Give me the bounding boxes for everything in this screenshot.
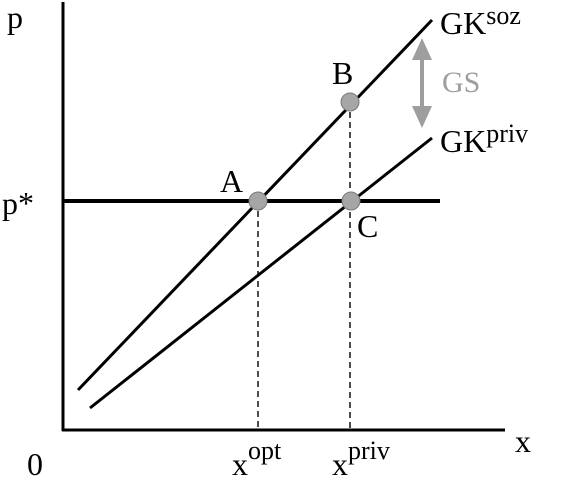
price-line-label: p* — [2, 185, 34, 221]
point-c — [341, 191, 361, 211]
private-cost-label-base: GK — [440, 123, 486, 159]
y-axis-label: p — [7, 0, 23, 35]
point-a-label: A — [220, 163, 243, 199]
social-cost-label-base: GK — [440, 5, 486, 41]
private-cost-label-sup: priv — [486, 119, 528, 148]
point-b-label: B — [332, 55, 353, 91]
point-a — [248, 191, 268, 211]
x-priv-label-base: x — [332, 446, 348, 481]
social-cost-label: GKsoz — [440, 1, 521, 41]
gap-arrow-up-head — [412, 38, 432, 60]
gap-arrow-down-head — [412, 106, 432, 128]
point-c-label: C — [357, 208, 378, 244]
x-opt-label-base: x — [232, 446, 248, 481]
x-priv-label-sup: priv — [348, 436, 390, 465]
private-cost-curve — [89, 136, 433, 410]
origin-label: 0 — [27, 446, 43, 481]
gap-label: GS — [442, 66, 480, 99]
x-priv-label: xpriv — [332, 436, 390, 481]
x-opt-label: xopt — [232, 436, 282, 481]
x-opt-label-sup: opt — [248, 436, 282, 465]
x-axis-label: x — [515, 423, 531, 459]
private-cost-label: GKpriv — [440, 119, 528, 159]
social-cost-label-sup: soz — [486, 1, 521, 30]
point-b — [340, 92, 360, 112]
